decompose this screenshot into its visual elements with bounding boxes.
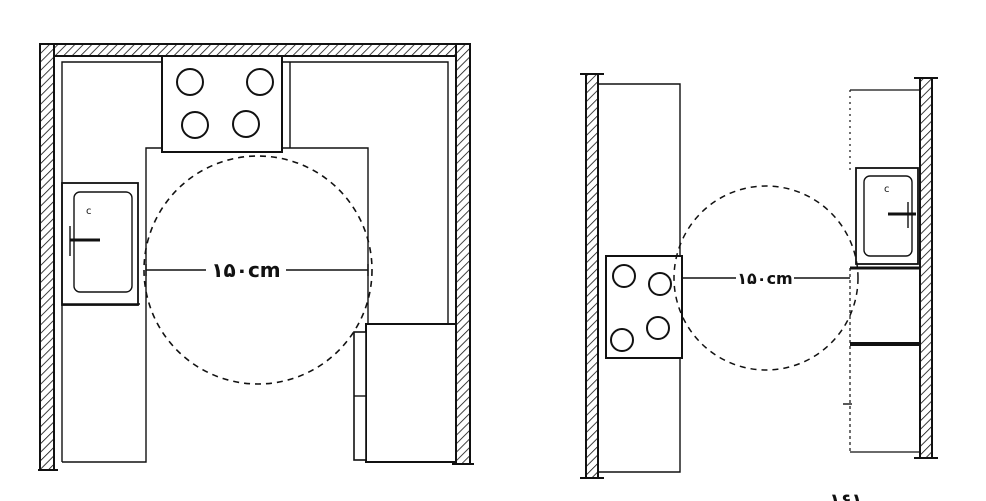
u-plan-sink: c: [61, 182, 139, 306]
galley-plan-turning-circle: [673, 185, 859, 371]
u-plan-refrigerator: [353, 323, 457, 463]
galley-plan-right-counter: [843, 89, 920, 453]
svg-text:c: c: [86, 206, 92, 217]
u-plan-cooktop: [161, 55, 283, 153]
u-plan-dimension-label: ۱۵۰cm: [211, 258, 280, 282]
svg-text:c: c: [884, 184, 890, 195]
u-plan-dimension-line: [145, 264, 369, 276]
u-plan-turning-circle: [143, 155, 373, 385]
galley-plan-cooktop: [605, 255, 683, 359]
u-shaped-kitchen-plan: c ۱۵۰cm: [38, 43, 474, 471]
galley-kitchen-plan: c ۱۵۰cm: [580, 73, 938, 479]
galley-plan-dimension-label: ۱۵۰cm: [737, 269, 792, 288]
galley-plan-walls: [580, 73, 938, 479]
galley-plan-sink: c: [855, 167, 919, 265]
u-plan-walls: [38, 43, 474, 471]
figure-number-mark: ۱۶۱: [830, 490, 863, 501]
